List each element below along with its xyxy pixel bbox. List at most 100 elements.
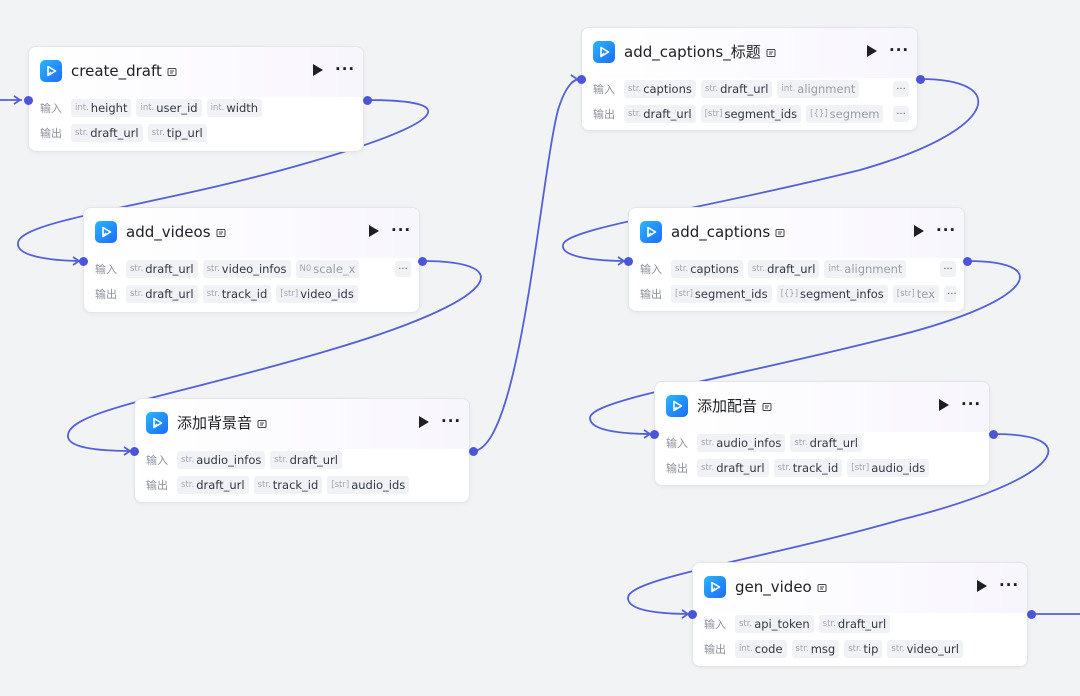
expand-params-button[interactable]: ··· <box>893 106 909 122</box>
param-tag: str.track_id <box>202 285 272 303</box>
expand-params-button[interactable]: ··· <box>893 81 909 97</box>
run-icon[interactable] <box>977 580 987 592</box>
param-type: int. <box>210 103 225 113</box>
param-type: str. <box>206 264 220 274</box>
param-tag: [str]segment_ids <box>700 105 802 123</box>
doc-icon <box>817 577 827 599</box>
connection-port[interactable] <box>623 256 633 266</box>
connection-port[interactable] <box>687 609 697 619</box>
node-title-text: 添加背景音 <box>177 414 253 432</box>
param-name: video_ids <box>300 287 354 301</box>
input-label: 输入 <box>95 263 117 276</box>
connection-port[interactable] <box>649 429 659 439</box>
param-type: int. <box>140 103 155 113</box>
param-type: int. <box>739 644 753 654</box>
param-name: tip <box>863 642 879 656</box>
param-name: track_id <box>221 287 268 301</box>
run-icon[interactable] <box>419 416 429 428</box>
param-name: alignment <box>797 82 856 96</box>
more-icon[interactable]: ··· <box>335 60 356 78</box>
connection-port[interactable] <box>78 256 88 266</box>
connection-port[interactable] <box>362 95 372 105</box>
expand-params-button[interactable]: ··· <box>943 286 956 302</box>
param-name: segment_ids <box>724 107 798 121</box>
connection-port[interactable] <box>576 74 586 84</box>
param-name: captions <box>690 262 739 276</box>
more-icon[interactable]: ··· <box>441 412 462 430</box>
input-label: 输入 <box>40 102 62 115</box>
expand-params-button[interactable]: ··· <box>395 261 411 277</box>
run-icon[interactable] <box>369 225 379 237</box>
play-video-icon <box>146 412 168 434</box>
connection-port[interactable] <box>417 256 427 266</box>
expand-params-button[interactable]: ··· <box>940 261 956 277</box>
node-header <box>693 563 1027 613</box>
param-tag: str.draft_url <box>747 260 820 278</box>
node-title-text: gen_video <box>735 578 812 596</box>
run-icon[interactable] <box>914 225 924 237</box>
more-icon[interactable]: ··· <box>391 221 412 239</box>
param-tag: str.msg <box>791 640 840 658</box>
param-type: [str] <box>675 289 693 299</box>
more-icon[interactable]: ··· <box>889 41 910 59</box>
param-tag: [str]video_ids <box>276 285 358 303</box>
param-name: audio_ids <box>871 461 926 475</box>
output-label: 输出 <box>666 462 688 475</box>
run-icon[interactable] <box>867 45 877 57</box>
param-type: int. <box>75 103 89 113</box>
param-tag: [str]segment_ids <box>671 285 772 303</box>
run-icon[interactable] <box>939 399 949 411</box>
connection-port[interactable] <box>468 446 478 456</box>
param-name: user_id <box>156 101 198 115</box>
play-video-icon <box>40 60 62 82</box>
output-label: 输出 <box>640 288 662 301</box>
param-tag: str.draft_url <box>700 80 773 98</box>
connection-port[interactable] <box>129 446 139 456</box>
param-type: str. <box>701 438 715 448</box>
param-tag: str.api_token <box>735 615 814 633</box>
connection-port[interactable] <box>1026 609 1036 619</box>
input-label: 输入 <box>593 83 615 96</box>
param-name: draft_url <box>767 262 816 276</box>
param-type: [str] <box>331 480 350 490</box>
more-icon[interactable]: ··· <box>999 576 1020 594</box>
node-header <box>629 208 964 258</box>
doc-icon <box>257 413 267 435</box>
param-name: code <box>754 642 783 656</box>
param-name: draft_url <box>196 478 245 492</box>
param-name: tex <box>916 287 935 301</box>
connection-port[interactable] <box>988 429 998 439</box>
param-name: api_token <box>754 617 810 631</box>
param-name: alignment <box>844 262 903 276</box>
output-label: 输出 <box>40 127 62 140</box>
more-icon[interactable]: ··· <box>936 221 957 239</box>
param-name: track_id <box>272 478 319 492</box>
connection-port[interactable] <box>23 95 33 105</box>
param-type: str. <box>822 619 836 629</box>
more-icon[interactable]: ··· <box>961 395 982 413</box>
param-tag: str.draft_url <box>790 434 862 452</box>
node-title: 添加配音 <box>697 395 772 418</box>
output-label: 输出 <box>95 288 117 301</box>
play-video-icon <box>593 41 615 63</box>
param-type: str. <box>794 438 808 448</box>
node-header <box>84 208 419 258</box>
param-tag: int.width <box>206 99 263 117</box>
param-name: scale_x <box>313 262 356 276</box>
param-tag: str.track_id <box>773 459 843 477</box>
connection-port[interactable] <box>915 74 925 84</box>
connection-port[interactable] <box>962 256 972 266</box>
run-icon[interactable] <box>313 64 323 76</box>
node-title: add_videos <box>126 221 226 244</box>
